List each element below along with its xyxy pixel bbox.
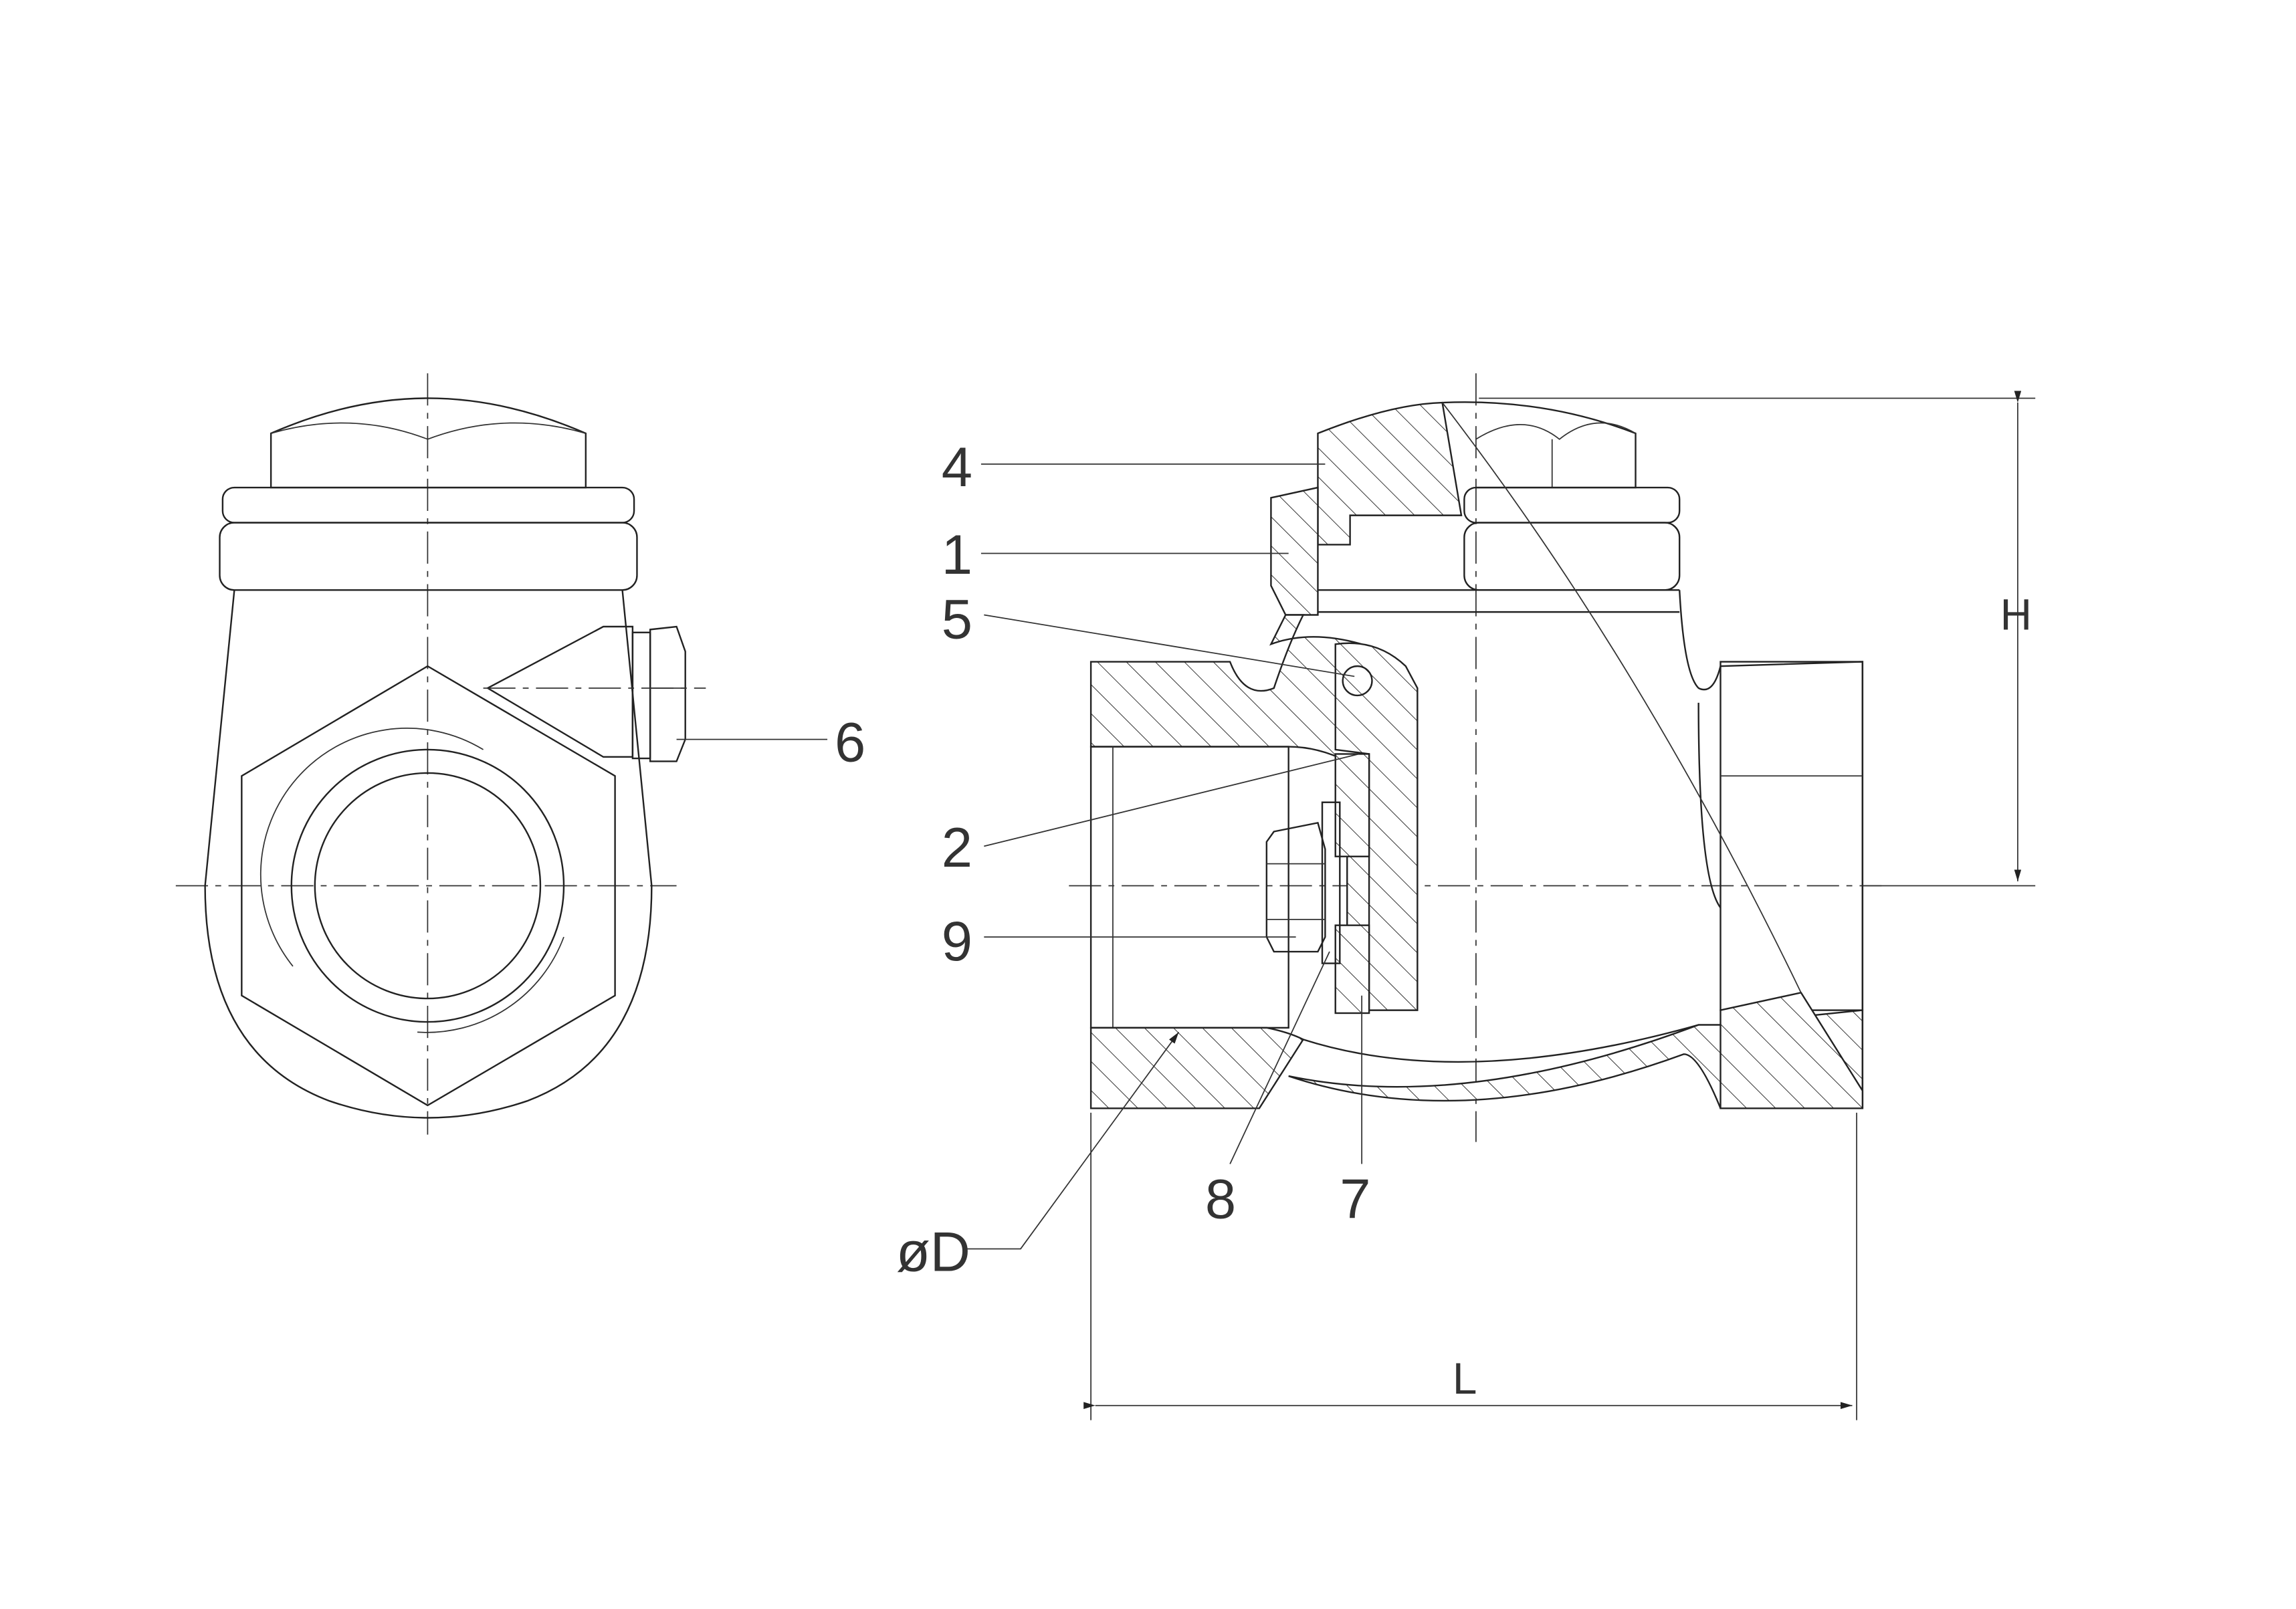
part-label-2: 2	[942, 817, 972, 879]
end-view: 6	[175, 373, 865, 1135]
part-label-9: 9	[942, 910, 972, 972]
port-inner-circle	[314, 772, 542, 1000]
diameter-leader	[966, 1031, 1180, 1250]
part-label-5: 5	[942, 588, 972, 651]
end-hex	[241, 665, 616, 1107]
dimension-height: H	[2000, 590, 2032, 639]
plug-body	[486, 625, 634, 758]
hinge-arm	[1334, 642, 1419, 1011]
inlet-bore	[1089, 746, 1289, 1029]
bonnet-ring-upper	[221, 486, 635, 524]
part-label-6: 6	[835, 711, 865, 773]
bonnet-ring-lower	[219, 522, 638, 591]
plug-nut	[649, 625, 686, 762]
part-label-7: 7	[1340, 1168, 1370, 1230]
dimension-length: L	[1453, 1354, 1477, 1403]
body-belly-section	[1288, 1009, 1864, 1109]
body-lower-left-section	[1089, 1027, 1305, 1109]
part-label-1: 1	[942, 524, 972, 586]
port-outer-circle	[290, 748, 565, 1023]
washer	[1321, 801, 1341, 964]
bonnet-cap-section	[1317, 401, 1463, 546]
plug-washer	[631, 631, 651, 760]
outlet-port	[1719, 661, 1864, 1011]
part-label-4: 4	[942, 436, 972, 498]
hinge-pin	[1342, 665, 1373, 697]
dimension-diameter: øD	[896, 1220, 970, 1283]
disc-lower	[1334, 924, 1370, 1014]
body-outline	[204, 590, 653, 1119]
outlet-lower-section	[1719, 991, 1864, 1109]
part-label-8: 8	[1205, 1168, 1236, 1230]
disc-upper	[1334, 753, 1370, 857]
bonnet-hex	[270, 397, 587, 489]
cut-line	[1441, 402, 1802, 993]
section-view: 4 1 5 2 9 8 7 øD H L	[896, 373, 2036, 1420]
disc-nut	[1265, 821, 1326, 953]
gasket-section	[1270, 486, 1319, 616]
